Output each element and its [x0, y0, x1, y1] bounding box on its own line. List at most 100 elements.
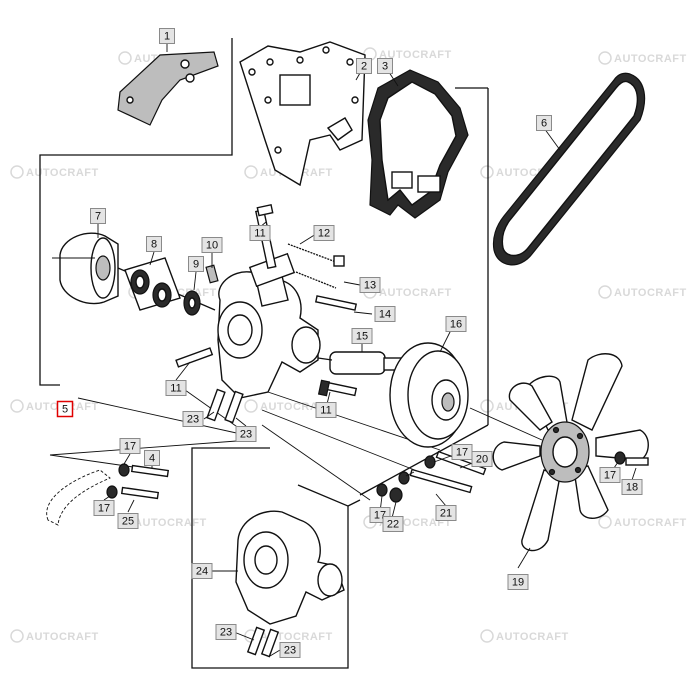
- callout-25[interactable]: 25: [117, 513, 139, 529]
- watermark-logo: AUTOCRAFT: [598, 515, 686, 529]
- callout-number: 25: [122, 516, 134, 528]
- callout-5[interactable]: 5: [56, 400, 74, 418]
- water-pump-body[interactable]: [217, 252, 321, 399]
- watermark-logo: AUTOCRAFT: [598, 51, 687, 65]
- callout-23b[interactable]: 23: [235, 426, 257, 442]
- part-10-grease-nipple[interactable]: [205, 264, 219, 284]
- callout-17d[interactable]: 17: [599, 467, 621, 483]
- fastener-row-left[interactable]: [46, 463, 170, 526]
- callout-3[interactable]: 3: [377, 58, 393, 74]
- part-11-bolt-left[interactable]: [175, 347, 214, 368]
- callout-box[interactable]: [215, 624, 237, 640]
- part-9-seal[interactable]: [183, 290, 201, 316]
- callout-21[interactable]: 21: [435, 505, 457, 521]
- callout-box[interactable]: [56, 400, 74, 418]
- part-8-bearing-set[interactable]: [124, 257, 181, 311]
- callout-box[interactable]: [356, 58, 372, 74]
- part-24-water-pump-assembly[interactable]: [235, 510, 345, 658]
- callout-box[interactable]: [119, 438, 141, 454]
- part-14-bolt[interactable]: [314, 295, 358, 311]
- callout-box[interactable]: [146, 236, 162, 252]
- callout-20[interactable]: 20: [471, 451, 493, 467]
- callout-number: 8: [151, 239, 157, 251]
- callout-15[interactable]: 15: [351, 328, 373, 344]
- part-11-bolt-right[interactable]: [317, 379, 358, 397]
- callout-17a[interactable]: 17: [119, 438, 141, 454]
- callout-box[interactable]: [279, 642, 301, 658]
- callout-box[interactable]: [435, 505, 457, 521]
- callout-number: 4: [149, 453, 155, 465]
- callout-16[interactable]: 16: [445, 316, 467, 332]
- callout-number: 14: [379, 309, 391, 321]
- callout-13[interactable]: 13: [359, 277, 381, 293]
- part-3-pump-gasket[interactable]: [367, 69, 469, 219]
- callout-box[interactable]: [201, 237, 223, 253]
- callout-17b[interactable]: 17: [93, 500, 115, 516]
- callout-19[interactable]: 19: [507, 574, 529, 590]
- part-19-fan[interactable]: [469, 353, 649, 552]
- callout-box[interactable]: [507, 574, 529, 590]
- part-16-pulley[interactable]: [389, 342, 469, 448]
- callout-box[interactable]: [159, 28, 175, 44]
- callout-number: 22: [387, 519, 399, 531]
- callout-23c[interactable]: 23: [215, 624, 237, 640]
- callout-box[interactable]: [445, 316, 467, 332]
- callout-23a[interactable]: 23: [182, 411, 204, 427]
- fastener-row-right[interactable]: [376, 450, 649, 503]
- callout-6[interactable]: 6: [536, 115, 552, 131]
- callout-box[interactable]: [536, 115, 552, 131]
- callout-box[interactable]: [117, 513, 139, 529]
- callout-24[interactable]: 24: [191, 563, 213, 579]
- callout-box[interactable]: [471, 451, 493, 467]
- callout-14[interactable]: 14: [374, 306, 396, 322]
- callout-18[interactable]: 18: [621, 479, 643, 495]
- callout-12[interactable]: 12: [313, 225, 335, 241]
- callout-box[interactable]: [377, 58, 393, 74]
- callout-11c[interactable]: 11: [315, 402, 337, 418]
- callout-box[interactable]: [313, 225, 335, 241]
- callout-number: 6: [541, 118, 547, 130]
- callout-box[interactable]: [144, 450, 160, 466]
- callout-box[interactable]: [191, 563, 213, 579]
- part-7-pulley-hub[interactable]: [52, 232, 216, 311]
- callout-box[interactable]: [599, 467, 621, 483]
- callout-box[interactable]: [235, 426, 257, 442]
- part-13-stud[interactable]: [295, 271, 337, 289]
- callout-box[interactable]: [315, 402, 337, 418]
- callout-box[interactable]: [374, 306, 396, 322]
- callout-22[interactable]: 22: [382, 516, 404, 532]
- callout-10[interactable]: 10: [201, 237, 223, 253]
- callout-8[interactable]: 8: [146, 236, 162, 252]
- part-1-mounting-bracket[interactable]: [117, 42, 219, 126]
- callout-17c[interactable]: 17: [451, 444, 473, 460]
- callout-box[interactable]: [188, 256, 204, 272]
- assembly-frame: [39, 38, 489, 501]
- callout-4[interactable]: 4: [144, 450, 160, 466]
- callout-box[interactable]: [621, 479, 643, 495]
- callout-box[interactable]: [249, 225, 271, 241]
- callout-box[interactable]: [359, 277, 381, 293]
- callout-box[interactable]: [90, 208, 106, 224]
- part-15-pump-shaft[interactable]: [317, 351, 403, 375]
- callout-11b[interactable]: 11: [165, 380, 187, 396]
- watermark-text: AUTOCRAFT: [614, 287, 687, 299]
- callout-23d[interactable]: 23: [279, 642, 301, 658]
- callout-2[interactable]: 2: [356, 58, 372, 74]
- callout-box[interactable]: [93, 500, 115, 516]
- callout-7[interactable]: 7: [90, 208, 106, 224]
- callout-9[interactable]: 9: [188, 256, 204, 272]
- callout-1[interactable]: 1: [159, 28, 175, 44]
- part-23-bolts[interactable]: [206, 388, 244, 424]
- callout-box[interactable]: [351, 328, 373, 344]
- callout-box[interactable]: [182, 411, 204, 427]
- part-6-fan-belt[interactable]: [492, 72, 646, 266]
- watermark-text: AUTOCRAFT: [614, 53, 687, 65]
- part-2-timing-cover-plate[interactable]: [239, 41, 366, 187]
- part-12-stud[interactable]: [287, 243, 345, 267]
- callout-box[interactable]: [165, 380, 187, 396]
- callout-11a[interactable]: 11: [249, 225, 271, 241]
- callout-number: 10: [206, 240, 218, 252]
- callout-box[interactable]: [382, 516, 404, 532]
